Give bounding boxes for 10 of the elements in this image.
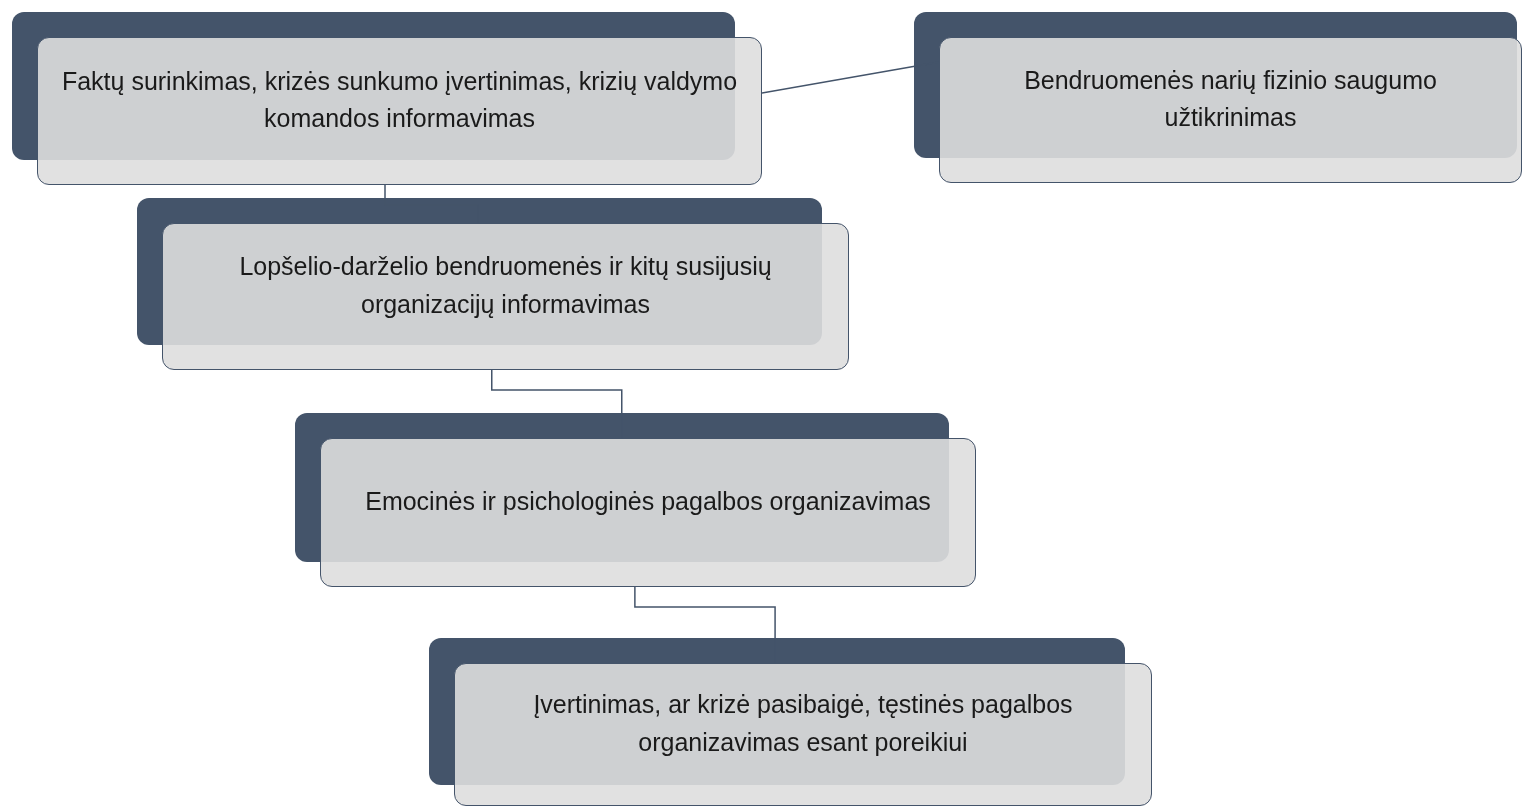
- node-text: Emocinės ir psichologinės pagalbos organizavimas: [365, 485, 931, 517]
- node-text: Bendruomenės narių fizinio saugumo užtikrinimas: [1023, 64, 1438, 133]
- node-text: Įvertinimas, ar krizė pasibaigė, tęstinės pagalbos organizavimas esant poreikiui: [532, 689, 1074, 758]
- process-box: [162, 223, 849, 370]
- process-box: [454, 663, 1152, 806]
- process-box: [37, 37, 762, 185]
- process-box: [939, 37, 1522, 183]
- node-text: Faktų surinkimas, krizės sunkumo įvertinimas, krizių valdymo komandos informavimas: [60, 65, 739, 134]
- node-text: Lopšelio-darželio bendruomenės ir kitų susijusių organizacijų informavimas: [238, 251, 773, 320]
- process-box: [320, 438, 976, 587]
